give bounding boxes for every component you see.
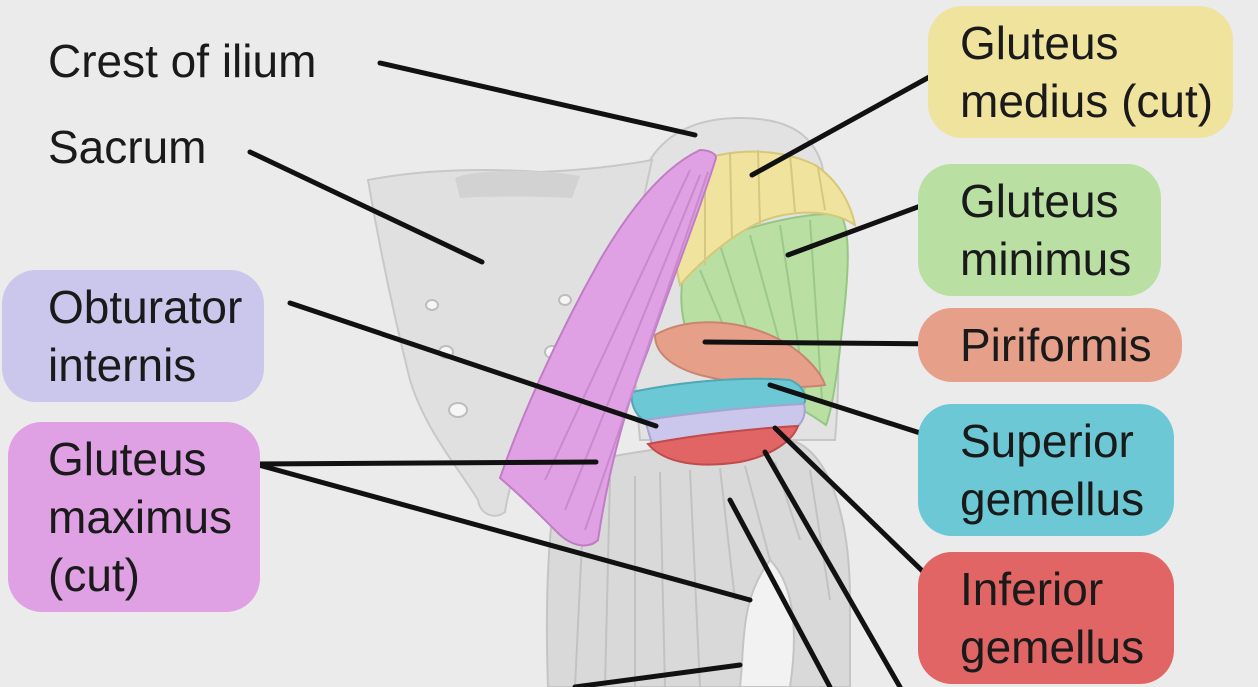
label-obturator-internis: Obturator internis bbox=[2, 270, 265, 402]
leader-line-piriformis bbox=[702, 339, 945, 347]
leader-line-crest-of-ilium bbox=[377, 60, 698, 138]
piriformis-muscle bbox=[653, 321, 827, 388]
label-gluteus-medius-line1: Gluteus bbox=[960, 17, 1119, 69]
leader-line-obturator-internis bbox=[287, 300, 659, 429]
leader-line-gluteus-maximus-b bbox=[252, 461, 753, 603]
inferior-gemellus-muscle bbox=[646, 424, 800, 466]
label-gluteus-medius: Gluteus medius (cut) bbox=[928, 6, 1234, 138]
label-crest-of-ilium: Crest of ilium bbox=[48, 35, 317, 87]
gluteus-medius-muscle bbox=[671, 150, 857, 288]
sacral-crest bbox=[455, 170, 580, 198]
label-obturator-internis-line1: Obturator bbox=[48, 281, 243, 333]
label-piriformis: Piriformis bbox=[918, 308, 1182, 382]
leader-line-gluteus-maximus-c bbox=[572, 662, 743, 687]
leader-line-gluteus-medius bbox=[749, 67, 945, 178]
leader-line-superior-gemellus bbox=[767, 382, 945, 443]
thigh-striations bbox=[574, 461, 831, 687]
leader-line-lower-1 bbox=[727, 497, 833, 687]
label-gluteus-maximus-line2: maximus bbox=[48, 491, 233, 543]
label-obturator-internis-line2: internis bbox=[48, 339, 197, 391]
gluteus-maximus-fibers bbox=[544, 169, 709, 531]
leader-line-inferior-gemellus bbox=[772, 425, 945, 593]
leader-line-lower-2 bbox=[762, 449, 903, 687]
leader-line-sacrum bbox=[247, 149, 485, 265]
label-gluteus-medius-line2: medius (cut) bbox=[960, 75, 1214, 127]
label-sacrum: Sacrum bbox=[48, 121, 207, 173]
label-gluteus-maximus: Gluteus maximus (cut) bbox=[8, 422, 261, 612]
label-inferior-gemellus-line2: gemellus bbox=[960, 621, 1145, 673]
label-inferior-gemellus-line1: Inferior bbox=[960, 563, 1104, 615]
leader-line-gluteus-maximus-a bbox=[252, 459, 599, 467]
label-inferior-gemellus: Inferior gemellus bbox=[918, 552, 1175, 684]
label-gluteus-minimus-line2: minimus bbox=[960, 233, 1132, 285]
label-gluteus-maximus-line1: Gluteus bbox=[48, 433, 207, 485]
leader-line-gluteus-minimus bbox=[785, 195, 945, 258]
label-superior-gemellus-line1: Superior bbox=[960, 415, 1134, 467]
label-gluteus-maximus-line3: (cut) bbox=[48, 549, 140, 601]
leader-lines bbox=[247, 60, 945, 687]
gluteus-maximus-muscle bbox=[498, 148, 718, 547]
label-superior-gemellus: Superior gemellus bbox=[918, 404, 1175, 536]
label-superior-gemellus-line2: gemellus bbox=[960, 473, 1145, 525]
label-gluteus-minimus: Gluteus minimus bbox=[918, 164, 1162, 296]
label-gluteus-minimus-line1: Gluteus bbox=[960, 175, 1119, 227]
